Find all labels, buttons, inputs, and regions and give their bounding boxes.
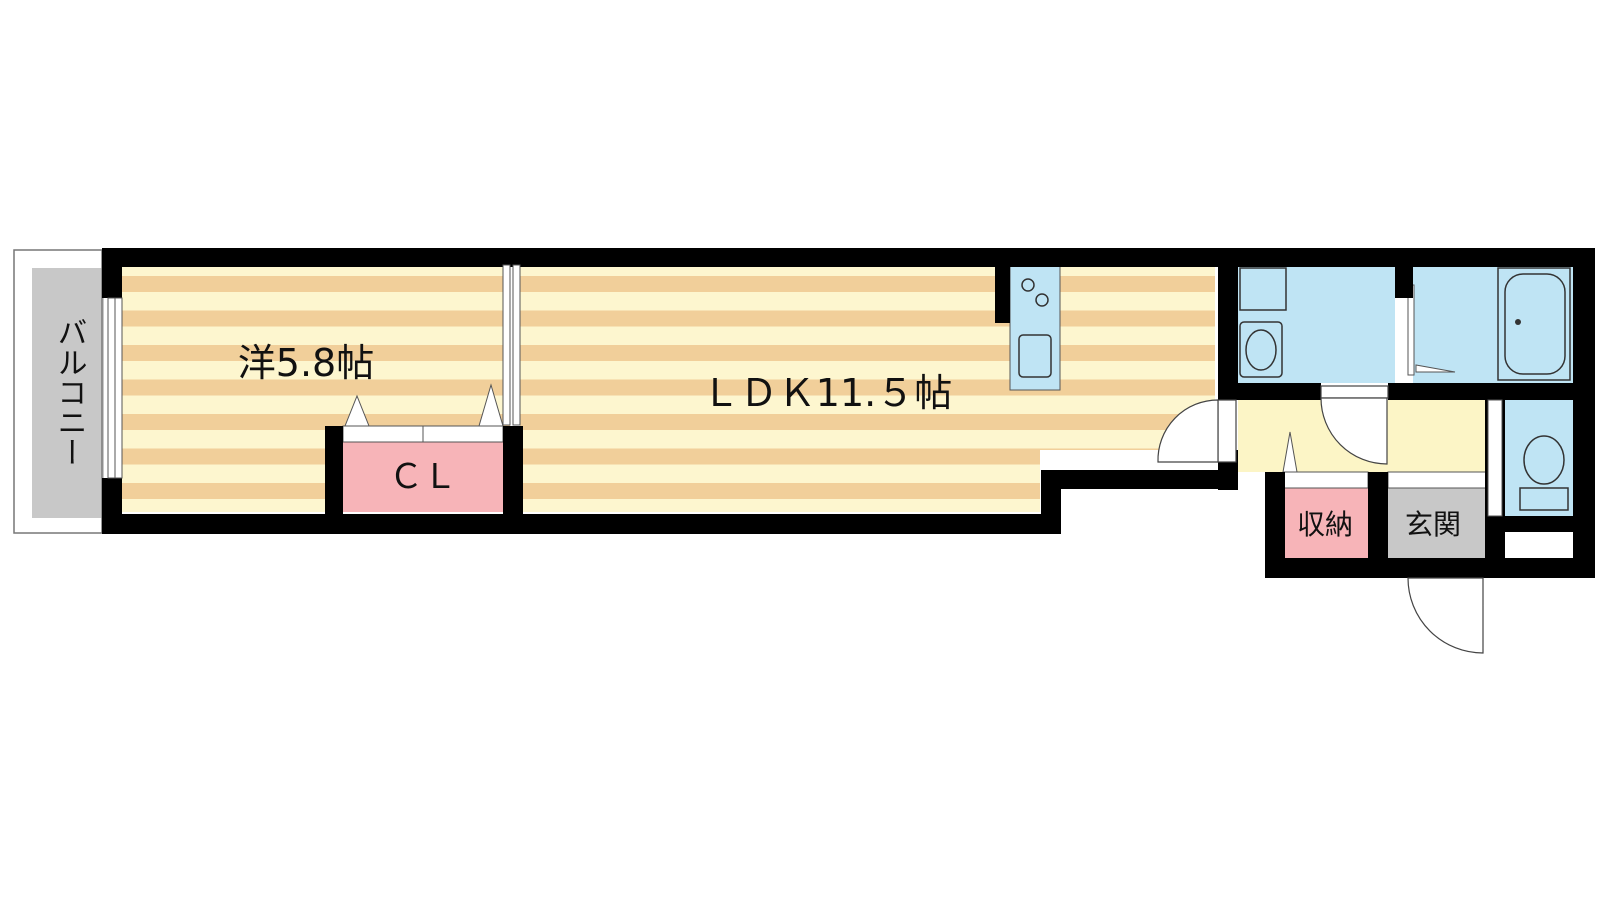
- balcony: [13, 249, 104, 534]
- storage-area: [1282, 431, 1369, 558]
- balcony-window: [107, 297, 123, 479]
- ldk-door: [1157, 399, 1237, 463]
- western-room-label: 洋5.8帖: [238, 341, 374, 385]
- washbasin-icon: [1245, 329, 1277, 371]
- balcony-label: バルコニー: [52, 317, 87, 467]
- ldk-floor: [520, 265, 1215, 512]
- stove-burner-2: [1035, 293, 1049, 307]
- walls: [102, 248, 1595, 578]
- bathroom: [1407, 265, 1573, 383]
- sliding-door-western-ldk: [502, 264, 521, 426]
- washer-icon: [1239, 267, 1287, 311]
- closet-label: ＣＬ: [389, 457, 457, 497]
- kitchen-sink: [1018, 334, 1052, 378]
- toilet-icon: [1523, 435, 1565, 485]
- wash-room: [1238, 265, 1395, 383]
- washroom-door: [1320, 385, 1389, 465]
- toilet-room: [1496, 400, 1573, 516]
- closet-area: [342, 383, 504, 512]
- bathtub-icon: [1504, 273, 1566, 375]
- stove-burner-1: [1021, 278, 1035, 292]
- kitchen-counter: [1009, 264, 1061, 391]
- ldk-label: ＬＤＫ11.５帖: [702, 371, 952, 415]
- entrance-label: 玄関: [1405, 508, 1461, 541]
- entrance-door: [1407, 577, 1484, 654]
- toilet-door: [1487, 399, 1503, 517]
- entrance-area: [1387, 471, 1487, 558]
- storage-label: 収納: [1297, 508, 1353, 541]
